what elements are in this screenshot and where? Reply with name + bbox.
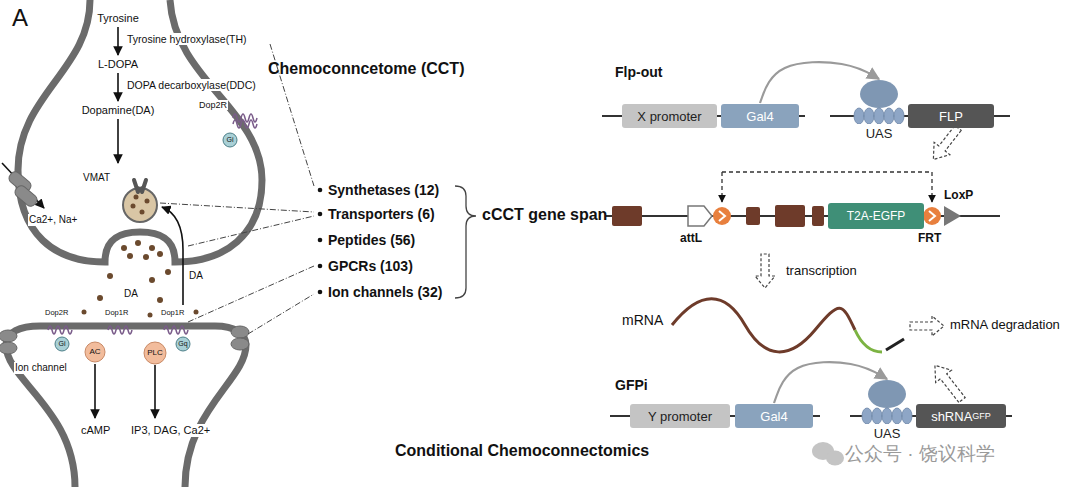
dopamine-label: DA bbox=[189, 270, 203, 282]
uas-blob bbox=[852, 80, 906, 124]
promoter-box: X promoter bbox=[622, 104, 717, 128]
watermark-icon bbox=[812, 442, 844, 466]
node-text: Gal4 bbox=[760, 409, 787, 424]
uas-blob bbox=[860, 380, 914, 424]
superscript-text: GFP bbox=[972, 411, 991, 421]
mrna-label: mRNA bbox=[622, 312, 663, 328]
effector-label: PLC bbox=[147, 348, 163, 357]
panel-heading: GFPi bbox=[615, 377, 648, 393]
vesicle bbox=[123, 188, 157, 222]
dna-line bbox=[602, 116, 1012, 416]
attl-site bbox=[688, 206, 712, 226]
g-protein-label: Gi bbox=[59, 340, 66, 348]
uas-repeat bbox=[872, 408, 882, 424]
category-item: Peptides (56) bbox=[328, 232, 415, 248]
uas-site: UAS bbox=[852, 80, 906, 141]
mrna bbox=[672, 299, 855, 352]
node-text: X promoter bbox=[637, 109, 701, 124]
gal4-box: Gal4 bbox=[735, 404, 813, 428]
gal4-protein bbox=[860, 80, 898, 108]
site-label: FRT bbox=[918, 232, 941, 246]
shrna-bound bbox=[886, 339, 904, 350]
g-protein bbox=[55, 133, 237, 364]
second-messenger: cAMP bbox=[80, 424, 111, 437]
promoter-box: Y promoter bbox=[630, 404, 730, 428]
bracket-label: cCCT gene span bbox=[482, 206, 607, 224]
gal4-box: Gal4 bbox=[721, 104, 799, 128]
enzyme: Tyrosine hydroxylase(TH) bbox=[126, 33, 248, 45]
g-protein-label: Gi bbox=[227, 136, 234, 144]
ion-channel-symbol bbox=[0, 170, 249, 354]
step-label: mRNA degradation bbox=[950, 318, 1060, 333]
category-item: Transporters (6) bbox=[328, 206, 435, 222]
receptor-label: Dop1R bbox=[104, 309, 129, 318]
category-item: GPCRs (103) bbox=[328, 258, 413, 274]
uas-repeat bbox=[854, 108, 864, 124]
postsynaptic-membrane bbox=[6, 326, 246, 487]
gal4-protein bbox=[868, 380, 906, 408]
panel-heading: Flp-out bbox=[615, 64, 662, 80]
dopamine-label: DA bbox=[124, 288, 138, 300]
enzyme: DOPA decarboxylase(DDC) bbox=[126, 79, 257, 91]
effector-label: AC bbox=[89, 347, 100, 356]
vmat-symbol bbox=[134, 180, 146, 192]
node-text: FLP bbox=[939, 109, 963, 124]
shrna-box: shRNAGFP bbox=[916, 404, 1006, 428]
dopamine-dots bbox=[82, 195, 199, 318]
category-item: Synthetases (12) bbox=[328, 182, 439, 198]
section-title: Chemoconncetome (CCT) bbox=[268, 60, 464, 78]
node-text: UAS bbox=[874, 426, 901, 441]
uas-repeat bbox=[884, 108, 894, 124]
g-protein-label: Gq bbox=[178, 340, 187, 348]
uas-repeat bbox=[862, 408, 872, 424]
transporter-label: VMAT bbox=[82, 172, 111, 184]
exon bbox=[612, 205, 824, 227]
uas-repeat bbox=[882, 408, 892, 424]
reporter-box: T2A-EGFP bbox=[828, 203, 924, 229]
bullet bbox=[318, 188, 323, 295]
node-text: UAS bbox=[866, 126, 893, 141]
receptor-label: Dop2R bbox=[44, 309, 69, 318]
flp-box: FLP bbox=[908, 104, 994, 128]
watermark: 公众号 · 饶议科学 bbox=[845, 443, 995, 465]
uas-repeat bbox=[864, 108, 874, 124]
uas-repeat bbox=[902, 408, 912, 424]
category-item: Ion channels (32) bbox=[328, 284, 442, 300]
second-messenger: IP3, DAG, Ca2+ bbox=[130, 424, 211, 437]
step-label: transcription bbox=[786, 264, 857, 279]
receptor-label: Dop1R bbox=[160, 309, 185, 318]
node-text: Gal4 bbox=[746, 109, 773, 124]
ion-label: Ca2+, Na+ bbox=[28, 214, 78, 226]
node-text: T2A-EGFP bbox=[847, 209, 906, 223]
node-text: shRNA bbox=[931, 409, 972, 424]
site-label: LoxP bbox=[944, 189, 973, 203]
uas-site: UAS bbox=[860, 380, 914, 441]
loxp-site bbox=[944, 206, 961, 226]
receptor-label: Dop2R bbox=[198, 100, 228, 110]
gpcr-symbol bbox=[48, 114, 257, 334]
panel-letter: A bbox=[12, 4, 28, 32]
metabolite: Tyrosine bbox=[96, 12, 140, 25]
presynaptic-membrane bbox=[18, 0, 262, 262]
uas-repeat bbox=[892, 408, 902, 424]
excision-bracket bbox=[722, 172, 932, 202]
metabolite: Dopamine(DA) bbox=[81, 104, 156, 117]
channel-label: Ion channel bbox=[14, 362, 68, 374]
uas-repeat bbox=[894, 108, 904, 124]
hollow-arrow bbox=[755, 122, 970, 406]
bracket bbox=[455, 186, 476, 298]
site-label: attL bbox=[680, 232, 702, 246]
mrna-gfp bbox=[855, 330, 882, 352]
node-text: Y promoter bbox=[648, 409, 712, 424]
metabolite: L-DOPA bbox=[97, 58, 139, 71]
figure-caption: Conditional Chemoconnectomics bbox=[395, 442, 649, 460]
uas-repeat bbox=[874, 108, 884, 124]
